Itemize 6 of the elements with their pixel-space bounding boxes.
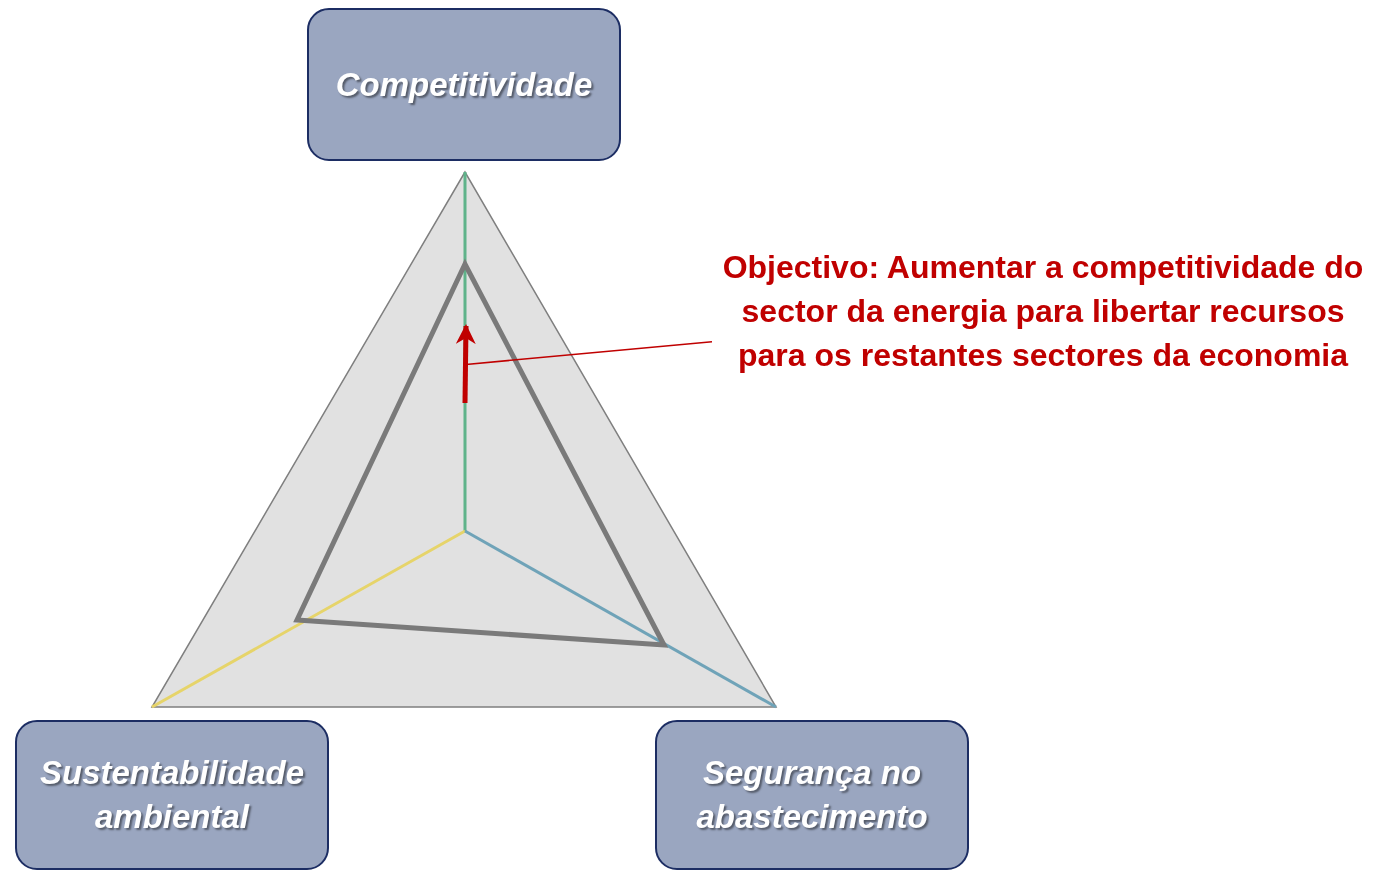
leader-line [465,340,713,366]
category-box: Sustentabilidade ambiental [15,720,329,870]
category-box: Competitividade [307,8,621,161]
direction-arrow [455,324,476,404]
category-box: Segurança no abastecimento [655,720,969,870]
objective-note: Objectivo: Aumentar a competitividade do sector da energia para libertar recursos para os restantes sectores da economia [712,245,1374,377]
